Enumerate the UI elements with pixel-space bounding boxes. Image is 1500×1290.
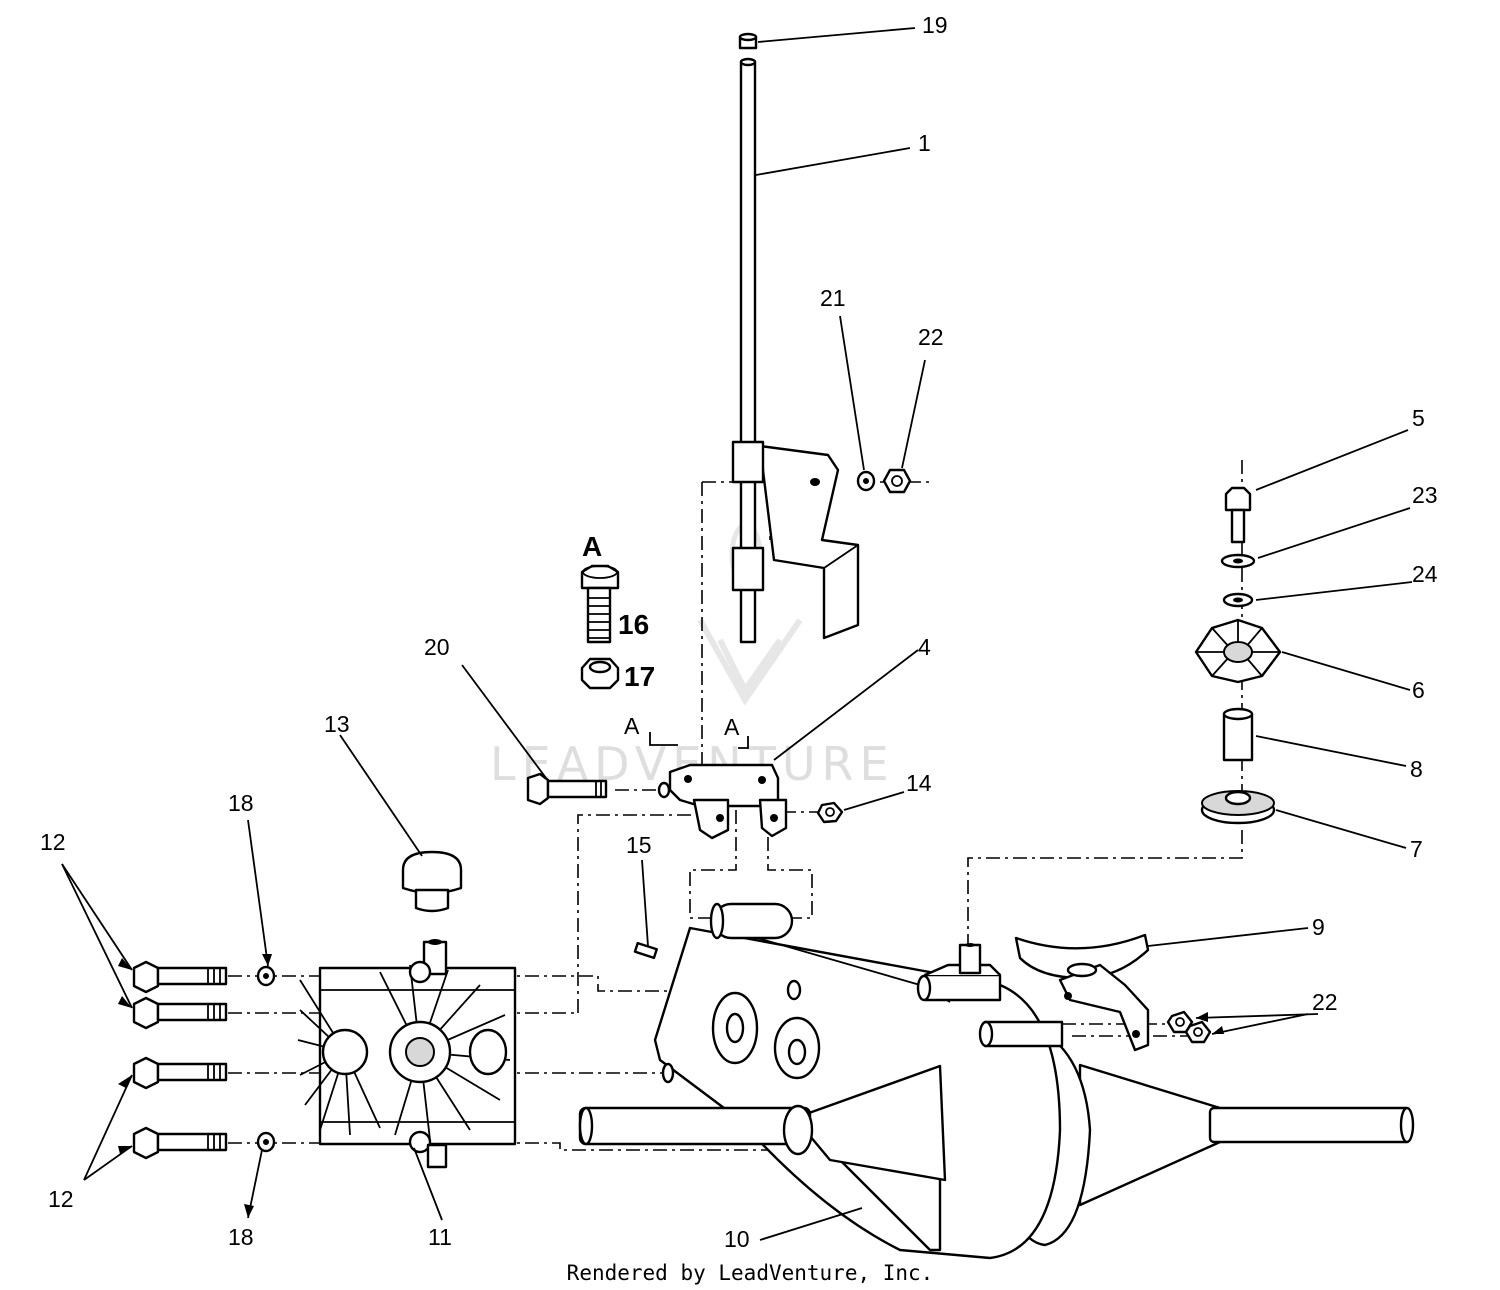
- housing-bolt-part-12-a: [132, 960, 228, 994]
- housing-bolt-part-12-c: [132, 1056, 228, 1090]
- cooling-fan-part-6: [1194, 618, 1282, 684]
- shift-rod-part-1: [739, 57, 757, 644]
- hex-nut-part-14: [816, 801, 844, 824]
- bolt-part-20: [526, 772, 608, 806]
- detail-a-nut-part-17: [580, 657, 620, 690]
- callout-19: 19: [922, 12, 948, 38]
- callout-18-top: 18: [228, 790, 254, 816]
- section-marks: A A: [624, 713, 740, 740]
- callout-11: 11: [428, 1224, 452, 1250]
- callout-1: 1: [918, 130, 931, 156]
- callout-10: 10: [724, 1226, 750, 1252]
- callout-22-top: 22: [918, 324, 944, 350]
- callout-14: 14: [906, 770, 932, 796]
- detail-a-labels: A 16 17: [582, 531, 655, 692]
- washer-part-24: [1222, 592, 1254, 608]
- transaxle-housing-part-10: [578, 902, 1415, 1260]
- housing-bolt-part-12-d: [132, 1126, 228, 1160]
- detail-a-label-16: 16: [618, 609, 649, 640]
- detail-a-bolt-part-16: [580, 564, 620, 644]
- hex-nut-part-22-top: [882, 468, 912, 494]
- rod-cap-part-19: [738, 32, 758, 50]
- bolt-part-5: [1224, 486, 1252, 544]
- callout-5: 5: [1412, 405, 1425, 431]
- section-mark-a-right: A: [724, 714, 740, 740]
- housing-bolt-part-12-b: [132, 996, 228, 1030]
- callout-23: 23: [1412, 482, 1438, 508]
- lock-washer-part-18-top: [256, 965, 276, 987]
- callout-12-top: 12: [40, 829, 66, 855]
- set-screw-part-15: [633, 941, 658, 960]
- leader-arrowheads: [118, 954, 1224, 1218]
- callout-21: 21: [820, 285, 846, 311]
- render-credit: Rendered by LeadVenture, Inc.: [567, 1261, 934, 1285]
- hex-nut-part-22-lower: [1184, 1020, 1212, 1044]
- callout-6: 6: [1412, 677, 1425, 703]
- callout-15: 15: [626, 832, 652, 858]
- callout-8: 8: [1410, 756, 1423, 782]
- detail-a-letter: A: [582, 531, 602, 562]
- detail-a-label-17: 17: [624, 661, 655, 692]
- callout-leaders: [61, 27, 1413, 1241]
- washer-part-21: [856, 470, 876, 492]
- shift-bracket-part-4: [657, 763, 788, 840]
- callout-labels: 19 1 21 22 5 23 24 6 8 7 9 22 4 14 20 13…: [40, 12, 1438, 1252]
- callout-20: 20: [424, 634, 450, 660]
- shift-arm-bracket: [731, 440, 860, 640]
- callout-7: 7: [1410, 836, 1423, 862]
- callout-9: 9: [1312, 914, 1325, 940]
- fan-housing-part-11: [297, 939, 517, 1169]
- fan-blades: [297, 964, 511, 1141]
- pulley-part-7: [1200, 790, 1276, 825]
- washer-part-23: [1220, 553, 1256, 569]
- section-mark-a-left: A: [624, 713, 640, 739]
- callout-13: 13: [324, 711, 350, 737]
- dipstick-cap-part-13: [401, 850, 463, 913]
- spacer-part-8: [1222, 707, 1254, 762]
- callout-4: 4: [918, 634, 931, 660]
- lock-washer-part-18-bottom: [256, 1131, 276, 1153]
- callout-12-bottom: 12: [48, 1186, 74, 1212]
- callout-18-bottom: 18: [228, 1224, 254, 1250]
- callout-22-right: 22: [1312, 989, 1338, 1015]
- callout-24: 24: [1412, 561, 1438, 587]
- mounting-bracket-part-9: [1014, 933, 1150, 1052]
